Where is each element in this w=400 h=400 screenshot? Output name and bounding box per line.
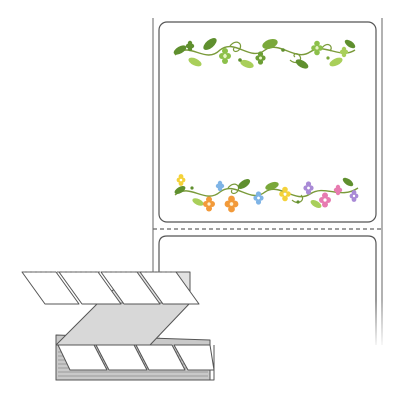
leaf-icon <box>265 181 279 191</box>
label-1 <box>158 21 377 223</box>
flower-icon <box>185 40 195 52</box>
flower-icon <box>203 196 215 212</box>
flower-icon <box>349 190 359 202</box>
flower-icon <box>303 181 314 195</box>
top-floral-border <box>173 38 356 69</box>
berry-icon <box>326 56 330 60</box>
flower-icon <box>253 191 264 205</box>
flower-icon <box>219 48 231 64</box>
leaf-icon <box>295 59 309 69</box>
vine-stem <box>174 187 359 198</box>
fanfold-stack <box>21 271 215 381</box>
leaf-icon <box>262 38 278 50</box>
vine-curl <box>227 183 240 195</box>
leaf-icon <box>203 38 217 50</box>
flower-icon <box>176 174 186 186</box>
vine-curl <box>289 53 302 64</box>
flower-icon <box>333 184 343 196</box>
stack-outline <box>55 345 215 381</box>
stack-label-panel <box>57 344 108 371</box>
berry-icon <box>281 48 285 52</box>
flower-icon <box>255 51 266 65</box>
stack-label-panel <box>95 344 148 371</box>
flower-icon <box>311 40 323 56</box>
top-row-panels <box>21 271 200 305</box>
flower-icon <box>319 192 331 208</box>
leaf-icon <box>237 179 251 189</box>
leaf-icon <box>188 57 202 67</box>
leaf-icon <box>344 39 356 49</box>
flower-icon <box>339 46 349 58</box>
flower-icon <box>224 195 239 213</box>
leaf-icon <box>240 59 254 69</box>
flower-icon <box>215 180 225 192</box>
leaf-icon <box>192 198 204 206</box>
leaf-icon <box>173 45 187 55</box>
berry-icon <box>190 186 194 190</box>
stack-label-panel <box>135 344 186 371</box>
berry-icon <box>296 200 300 204</box>
vine-curl <box>321 43 332 52</box>
leaf-icon <box>174 186 186 194</box>
label-roll <box>148 18 388 350</box>
leaf-icon <box>329 57 343 67</box>
flower-icon <box>279 186 291 202</box>
bottom-row-panels <box>57 344 215 371</box>
leaf-icon <box>310 200 322 208</box>
leaf-icon <box>342 177 354 187</box>
vine-curl <box>229 41 242 53</box>
vine-curl <box>291 194 304 204</box>
bottom-floral-border <box>174 174 359 213</box>
berry-icon <box>238 58 242 62</box>
